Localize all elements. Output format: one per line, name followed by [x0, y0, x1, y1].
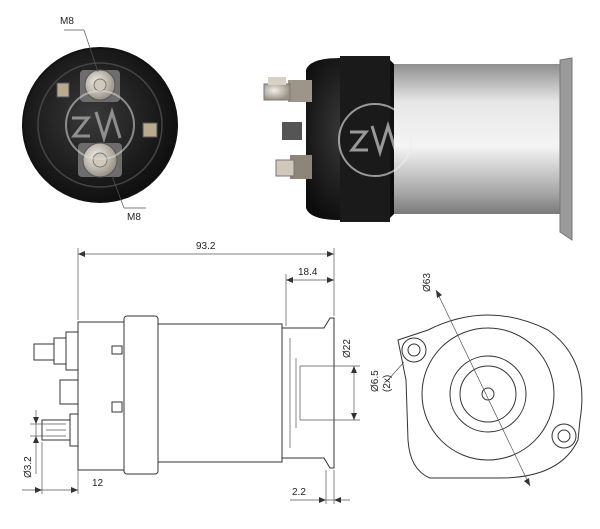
stud-diameter-dimension: Ø3.2: [23, 410, 46, 478]
flange-diameter-label: Ø63: [422, 273, 433, 292]
end-cap-photo: [22, 47, 178, 203]
side-small-terminal-icon: [282, 122, 302, 140]
overall-length-dimension: 93.2: [77, 241, 335, 320]
side-photo: [263, 56, 573, 241]
side-view-drawing: [33, 315, 335, 475]
flange-length-label: 18.4: [298, 267, 318, 278]
hole-count-label: (2x): [382, 375, 393, 392]
small-terminal-icon: [142, 122, 158, 138]
stud-offset-label: 12: [92, 478, 104, 489]
flange-thickness-dimension: 2.2: [290, 470, 350, 504]
flange-thickness-label: 2.2: [292, 487, 306, 498]
stud-offset-dimension: 12: [22, 442, 104, 494]
body-diameter-label: Ø22: [342, 339, 353, 358]
top-terminal-icon: [80, 69, 120, 102]
overall-length-label: 93.2: [196, 241, 216, 252]
body-diameter-dimension: Ø22: [300, 339, 360, 421]
side-terminal-icon: [263, 77, 312, 102]
watermark-logo: [338, 103, 412, 177]
stud-diameter-label: Ø3.2: [23, 456, 34, 478]
flange-length-dimension: 18.4: [285, 267, 334, 326]
side-terminal-icon: [275, 155, 312, 179]
m8-top-label: M8: [60, 16, 74, 27]
end-view-drawing: [387, 289, 583, 487]
small-terminal-icon: [56, 82, 70, 98]
watermark-logo: [65, 90, 135, 160]
m8-bottom-label: M8: [127, 212, 141, 223]
hole-diameter-label: Ø6.5: [370, 370, 381, 392]
